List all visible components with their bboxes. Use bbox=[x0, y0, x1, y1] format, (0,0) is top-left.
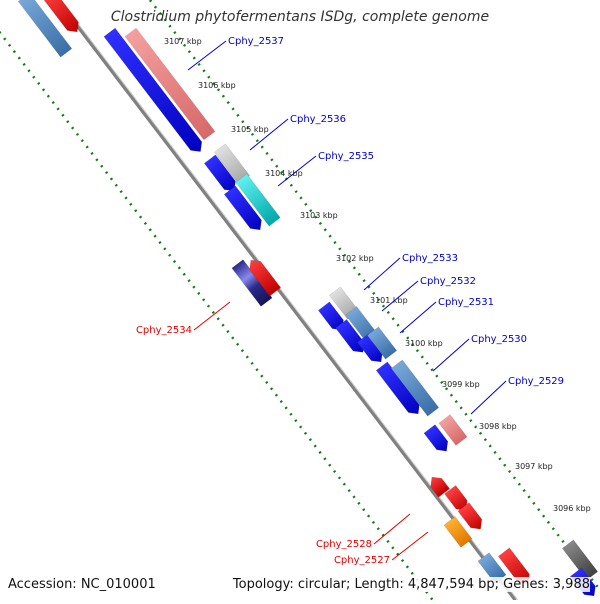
gene-label-leader bbox=[363, 257, 401, 291]
gene-label: Cphy_2534 bbox=[136, 325, 192, 336]
gene-red bbox=[40, 0, 79, 33]
gene-label-leader bbox=[399, 301, 437, 334]
gene-cphy-2529-cds bbox=[423, 424, 449, 452]
inner-dotted-track bbox=[0, 30, 434, 601]
outer-dotted-track bbox=[149, 0, 600, 593]
gene-cphy-2537-cds bbox=[103, 27, 203, 152]
gene-cphy-2537 bbox=[124, 27, 216, 141]
kbp-tick-label: 3102 kbp bbox=[336, 254, 374, 263]
gene-label: Cphy_2529 bbox=[508, 376, 564, 387]
gene-cphy-2534-b bbox=[249, 259, 282, 297]
gene-label-leader bbox=[391, 531, 429, 561]
gene-red-small bbox=[430, 476, 450, 498]
kbp-tick-label: 3104 kbp bbox=[265, 169, 303, 178]
gene-label-leader bbox=[381, 280, 419, 312]
kbp-tick-label: 3097 kbp bbox=[515, 462, 553, 471]
gene-label: Cphy_2528 bbox=[316, 539, 372, 550]
gene-cphy-2535-cds bbox=[223, 185, 262, 231]
gene-label-leader bbox=[373, 513, 411, 545]
accession-label: Accession: NC_010001 bbox=[8, 577, 156, 592]
gene-label: Cphy_2537 bbox=[228, 36, 284, 47]
gene-label-leader bbox=[193, 301, 231, 331]
gene-label-leader bbox=[432, 338, 470, 372]
genome-backbone bbox=[56, 0, 518, 602]
kbp-tick-label: 3105 kbp bbox=[231, 125, 269, 134]
gene-label-leader bbox=[249, 118, 289, 151]
gene-steel bbox=[17, 0, 73, 58]
gene-label: Cphy_2535 bbox=[318, 151, 374, 162]
gene-cphy-2530 bbox=[390, 359, 440, 417]
gene-label: Cphy_2527 bbox=[334, 555, 390, 566]
gene-cphy-2536-cds bbox=[203, 154, 236, 192]
gene-label: Cphy_2532 bbox=[420, 276, 476, 287]
gene-cphy-2528 bbox=[457, 502, 483, 530]
topology-label: Topology: circular; Length: 4,847,594 bp… bbox=[232, 577, 590, 592]
kbp-tick-label: 3100 kbp bbox=[405, 339, 443, 348]
gene-cphy-2529 bbox=[438, 414, 468, 446]
genome-title: Clostridium phytofermentans ISDg, comple… bbox=[110, 9, 490, 25]
kbp-tick-layer: 3107 kbp 3106 kbp 3105 kbp 3104 kbp 3103 kbp… bbox=[164, 37, 591, 513]
kbp-tick-label: 3106 kbp bbox=[198, 81, 236, 90]
gene-layer bbox=[17, 0, 599, 597]
gene-cphy-2527 bbox=[443, 516, 473, 548]
gene-label-leader bbox=[187, 40, 227, 71]
gene-label: Cphy_2536 bbox=[290, 114, 346, 125]
gene-label: Cphy_2531 bbox=[438, 297, 494, 308]
kbp-tick-label: 3101 kbp bbox=[370, 296, 408, 305]
gene-label-leader bbox=[470, 380, 507, 415]
gene-cphy-2532-cds bbox=[335, 319, 365, 353]
gene-label: Cphy_2530 bbox=[471, 334, 527, 345]
kbp-tick-label: 3096 kbp bbox=[553, 504, 591, 513]
kbp-tick-label: 3099 kbp bbox=[442, 380, 480, 389]
kbp-tick-label: 3098 kbp bbox=[479, 422, 517, 431]
gene-cphy-2535 bbox=[235, 173, 281, 227]
gene-label: Cphy_2533 bbox=[402, 253, 458, 264]
genome-backbone-highlight bbox=[59, 0, 519, 601]
gene-label-layer: Cphy_2537Cphy_2536Cphy_2535Cphy_2533Cphy… bbox=[136, 36, 564, 566]
kbp-tick-label: 3103 kbp bbox=[300, 211, 338, 220]
kbp-tick-label: 3107 kbp bbox=[164, 37, 202, 46]
gene-cphy-2531 bbox=[366, 326, 398, 360]
gene-label-leader bbox=[277, 155, 317, 187]
